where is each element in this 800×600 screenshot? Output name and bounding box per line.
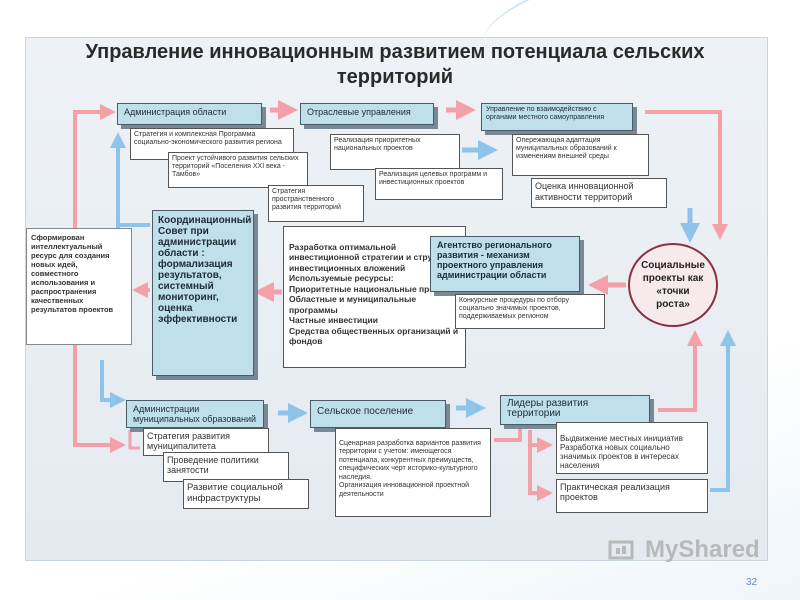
practical-implementation-box: Практическая реализация проектов [556,479,708,513]
municipal-strategy-box: Стратегия развития муниципалитета [143,428,269,456]
myshared-logo-text: MyShared [645,536,760,563]
left-note-text: Сформирован интеллектуальный ресурс для … [31,233,114,314]
left-note-box: Сформирован интеллектуальный ресурс для … [26,228,132,345]
header-municipal-admin: Администрации муниципальных образований [126,400,264,428]
header-sector-management: Отраслевые управления [300,103,434,125]
priority-projects-box: Реализация приоритетных национальных про… [330,134,460,170]
page-number: 32 [746,577,758,588]
spatial-strategy-box: Стратегия пространственного развития тер… [268,185,364,222]
regional-agency: Агентство регионального развития - механ… [430,236,580,292]
header-admin-region: Администрация области [117,103,262,125]
myshared-logo-icon [608,540,634,560]
slide-title: Управление инновационным развитием потен… [85,41,705,88]
sustainable-project-box: Проект устойчивого развития сельских тер… [168,152,308,188]
competitive-box: Конкурсные процедуры по отбору социально… [455,294,605,329]
employment-policy-box: Проведение политики занятости [163,452,289,482]
scenario-box: Сценарная разработка вариантов развития … [335,428,491,517]
header-development-leaders: Лидеры развития территории [500,395,650,425]
coordination-council: Координационный Совет при администрации … [152,210,254,376]
header-interaction-management: Управление по взаимодействию с органами … [481,103,633,131]
target-programs-box: Реализация целевых программ и инвестицио… [375,168,503,200]
social-infrastructure-box: Развитие социальной инфраструктуры [183,479,309,509]
assessment-box: Оценка инновационной активности территор… [531,178,667,208]
adaptation-box: Опережающая адаптация муниципальных обра… [512,134,649,176]
header-rural-settlement: Сельское поселение [310,400,446,428]
local-initiatives-box: Выдвижение местных инициатив Разработка … [556,422,708,474]
social-projects-ellipse: Социальные проекты как «точки роста» [628,243,718,327]
